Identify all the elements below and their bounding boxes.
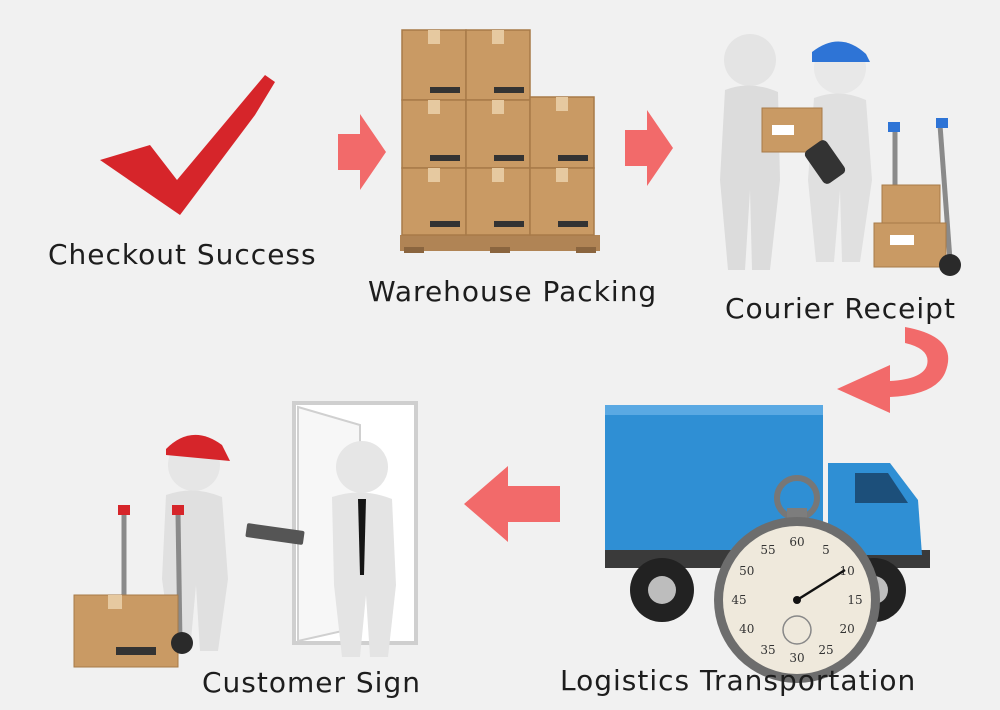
flow-arrow-1-icon <box>338 114 386 190</box>
curved-arrow-icon <box>837 327 949 413</box>
stopwatch-number: 10 <box>840 564 855 578</box>
checkmark-icon <box>100 75 275 215</box>
stopwatch-number: 40 <box>739 622 754 636</box>
stopwatch-number: 50 <box>739 564 754 578</box>
stopwatch-number: 25 <box>818 643 833 657</box>
step-label-customer: Customer Sign <box>202 666 421 699</box>
stopwatch-icon: 60 5 10 15 20 25 30 35 40 45 50 55 <box>714 475 880 683</box>
flow-arrow-2-icon <box>625 110 673 186</box>
customer-scene-icon <box>73 401 418 668</box>
step-label-warehouse: Warehouse Packing <box>368 275 658 308</box>
stopwatch-number: 45 <box>731 593 746 607</box>
flow-arrow-3-icon <box>464 466 560 542</box>
stopwatch-number: 35 <box>760 643 775 657</box>
step-label-checkout: Checkout Success <box>48 238 317 271</box>
stopwatch-number: 5 <box>822 543 830 557</box>
stopwatch-number: 20 <box>840 622 855 636</box>
warehouse-boxes-icon <box>400 29 600 253</box>
stopwatch-number: 55 <box>760 543 775 557</box>
stopwatch-number: 60 <box>789 535 804 549</box>
step-label-logistics: Logistics Transportation <box>560 664 917 697</box>
stopwatch-number: 15 <box>847 593 862 607</box>
courier-figures-icon <box>720 34 961 276</box>
step-label-courier: Courier Receipt <box>725 292 956 325</box>
stopwatch-number: 30 <box>789 651 804 665</box>
